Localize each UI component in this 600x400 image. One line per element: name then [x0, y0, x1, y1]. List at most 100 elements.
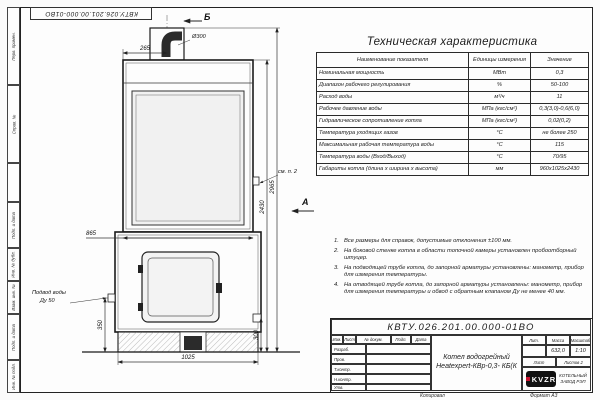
spec-cell-units: мм: [468, 163, 531, 176]
spec-col-value: Значение: [530, 52, 589, 68]
dim-2430: 2430: [260, 200, 266, 215]
note-text: На подводящей трубе котла, до запорной а…: [344, 264, 584, 279]
spec-cell-units: м³/ч: [468, 91, 531, 104]
dim-865: 865: [86, 231, 97, 237]
dim-265: 265: [139, 46, 151, 52]
chimney: [149, 27, 185, 61]
spec-cell-units: °С: [468, 127, 531, 140]
row-nkontr: Н.контр.: [331, 374, 366, 384]
spec-row: Габариты котла (длина х ширина х высота)…: [316, 163, 589, 176]
logo-accent-square: [526, 377, 530, 381]
spec-cell-name: Номинальная мощность: [316, 67, 469, 80]
note-item: 1. Все размеры для справок, допустимые от…: [334, 238, 588, 246]
spec-cell-name: Габариты котла (длина х ширина х высота): [316, 163, 469, 176]
drain-stub: [252, 313, 262, 323]
dim-350: 350: [98, 319, 104, 330]
door-handle: [216, 283, 222, 293]
stamp-label: Взам. инв. №: [11, 284, 17, 311]
product-name-line2: Heatexpert-КВр-0,3- КБ(К: [436, 363, 517, 370]
spec-cell-name: Рабочее давление воды: [316, 103, 469, 116]
dim-300: 300: [254, 329, 260, 340]
water-inlet-label-line1: Подвод воды: [32, 290, 66, 296]
company-cell: KVZR КОТЕЛЬНЫЙ ЗАВОД РЭП: [522, 367, 591, 391]
note-text: Все размеры для справок, допустимые откл…: [344, 238, 513, 244]
callouts: Б Ø300 см. п. 2 А Подвод воды Ду 50: [32, 12, 314, 304]
product-name-line1: Котел водогрейный: [443, 354, 510, 362]
water-inlet-label-line2: Ду 50: [39, 298, 55, 304]
scale-label: Масштаб: [570, 335, 591, 345]
logo-text: KVZR: [531, 374, 557, 384]
spec-cell-name: Максимальная рабочая температура воды: [316, 139, 469, 152]
col-list: Лист: [343, 335, 356, 344]
spec-col-name: Наименование показателя: [316, 52, 469, 68]
spec-cell-value: 0,3: [530, 67, 589, 80]
boiler-base: [82, 331, 300, 353]
spec-cell-value: не более 250: [530, 127, 589, 140]
notes-section: 1. Все размеры для справок, допустимые от…: [334, 238, 588, 299]
product-name: Котел водогрейный Heatexpert-КВр-0,3- КБ…: [431, 335, 522, 391]
door-hinge-top: [138, 265, 143, 273]
dimensions: 265 865 2430 2965 350 300 1025: [86, 27, 280, 365]
stamp-label: Инв. № подл.: [11, 363, 17, 390]
water-inlet-stub: [107, 293, 116, 303]
title-block: КВТУ.026.201.00.000-01ВО Изм. Лист № док…: [330, 318, 593, 393]
spec-cell-name: Температура воды (Вход/Выход): [316, 151, 469, 164]
stamp-inv-podl: Инв. № подл.: [7, 360, 20, 393]
see-note-2-callout: см. п. 2: [278, 169, 298, 175]
spec-cell-name: Температура уходящих газов: [316, 127, 469, 140]
spec-row: Диапазон рабочего регулирования%50-100: [316, 79, 589, 92]
ash-opening: [184, 336, 202, 350]
note-number: 1.: [334, 238, 339, 244]
stamp-label: Справ. №: [11, 114, 16, 134]
spec-cell-value: 960х1025х2430: [530, 163, 589, 176]
col-doc: № докум.: [356, 335, 391, 344]
note-number: 3.: [334, 264, 339, 271]
row-utv-blank: [366, 384, 431, 391]
lit-label: Лит.: [522, 335, 546, 345]
stamp-label: Перв. примен.: [11, 31, 16, 61]
sheets-value: 2: [580, 359, 583, 365]
sampling-fitting: [252, 176, 260, 186]
spec-section: Техническая характеристика Наименование …: [316, 36, 589, 176]
spec-cell-value: 50-100: [530, 79, 589, 92]
doc-number-rotated: КВТУ.026.201.00.000-01ВО: [30, 7, 152, 20]
furnace-door: [141, 251, 220, 323]
boiler-front-view-drawing: 265 865 2430 2965 350 300 1025: [32, 12, 314, 365]
note-number: 4.: [334, 281, 339, 288]
stamp-label: Подп. и дата: [11, 211, 16, 239]
company-line2: ЗАВОД РЭП: [560, 379, 586, 384]
company-line1: КОТЕЛЬНЫЙ: [559, 373, 587, 379]
sheets-cell: Листов 2: [556, 357, 591, 367]
spec-table: Наименование показателя Единицы измерени…: [316, 52, 589, 176]
spec-cell-value: 115: [530, 139, 589, 152]
spec-cell-units: °С: [468, 139, 531, 152]
row-nkontr-blank: [366, 374, 431, 384]
stamp-inv-dubl: Инв. № дубл.: [7, 248, 20, 281]
note-number: 2.: [334, 247, 339, 254]
dim-1025: 1025: [181, 355, 195, 361]
spec-header-row: Наименование показателя Единицы измерени…: [316, 52, 589, 68]
spec-cell-units: МПа (кгс/см²): [468, 115, 531, 128]
mass-value: 632,0: [546, 345, 570, 357]
sheet-label: Лист: [522, 357, 556, 367]
spec-cell-units: %: [468, 79, 531, 92]
copied-label: Копировал: [420, 393, 445, 399]
row-tkontr-blank: [366, 364, 431, 374]
stamp-vzam-inv: Взам. инв. №: [7, 281, 20, 314]
boiler-lower-body: [107, 231, 262, 333]
row-razrab: Разраб.: [331, 344, 366, 354]
view-a-label: А: [301, 197, 309, 207]
spec-cell-value: 0,02(0,2): [530, 115, 589, 128]
mass-label: Масса: [546, 335, 570, 345]
spec-cell-name: Диапазон рабочего регулирования: [316, 79, 469, 92]
lit-value: [522, 345, 546, 357]
col-date: Дата: [411, 335, 431, 344]
kvzr-logo: KVZR: [526, 371, 557, 387]
row-razrab-blank: [366, 344, 431, 354]
spec-title: Техническая характеристика: [366, 36, 538, 48]
